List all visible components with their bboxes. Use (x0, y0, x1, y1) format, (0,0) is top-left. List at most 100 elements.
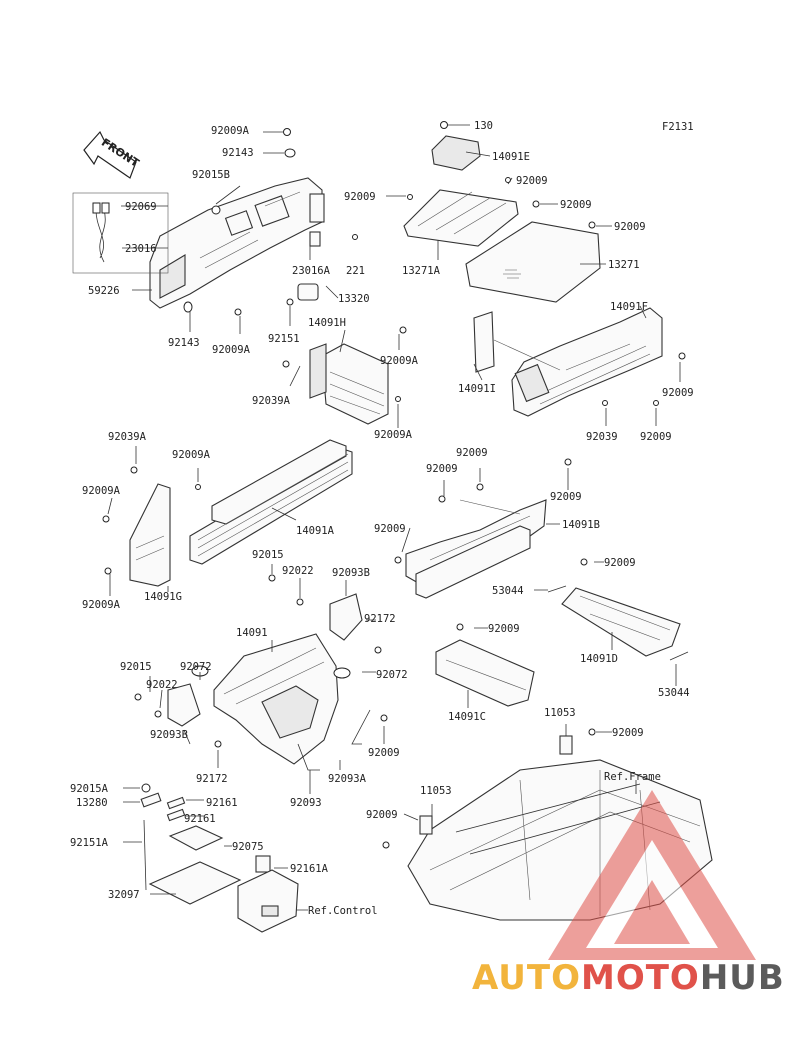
label-11053-lower: 11053 (420, 785, 452, 797)
part-labels: 92009A 92143 92015B 92069 23016 59226 92… (70, 120, 694, 917)
label-92009-b2: 92009 (426, 463, 458, 475)
label-92009-c1: 92009 (488, 623, 520, 635)
label-92151: 92151 (268, 333, 300, 345)
label-14091C: 14091C (448, 711, 486, 723)
label-92151A: 92151A (70, 837, 109, 849)
panel-14091A (130, 439, 353, 565)
cover-14091E (431, 121, 481, 171)
panel-14091B (394, 483, 547, 599)
label-14091: 14091 (236, 627, 268, 639)
label-13271: 13271 (608, 259, 640, 271)
label-23016A: 23016A (292, 265, 331, 277)
fasteners-top-left (183, 128, 358, 316)
panel-14091D (547, 558, 689, 661)
label-11053: 11053 (544, 707, 576, 719)
label-92022: 92022 (282, 565, 314, 577)
label-92039A-left: 92039A (108, 431, 147, 443)
label-92009A-a3: 92009A (82, 599, 121, 611)
label-23016: 23016 (125, 243, 157, 255)
label-13271A: 13271A (402, 265, 441, 277)
plate-13271A (403, 177, 519, 247)
label-92009-b3: 92009 (374, 523, 406, 535)
label-92072-right: 92072 (376, 669, 408, 681)
label-92009A: 92009A (211, 125, 250, 137)
label-92022-left: 92022 (146, 679, 178, 691)
label-92093B-left: 92093B (150, 729, 188, 741)
label-92015B: 92015B (192, 169, 230, 181)
panel-14091H (282, 326, 407, 425)
label-53044: 53044 (492, 585, 524, 597)
label-92072: 92072 (180, 661, 212, 673)
label-92161A: 92161A (290, 863, 329, 875)
label-92009-frame2: 92009 (366, 809, 398, 821)
label-92093B: 92093B (332, 567, 370, 579)
label-14091D: 14091D (580, 653, 618, 665)
label-92009-e1: 92009 (344, 191, 376, 203)
panel-14091C (435, 623, 535, 707)
label-92009-e4: 92009 (614, 221, 646, 233)
plate-13271 (465, 200, 601, 303)
label-92015A: 92015A (70, 783, 109, 795)
label-92172: 92172 (364, 613, 396, 625)
label-92143-lower: 92143 (168, 337, 200, 349)
label-14091F: 14091F (610, 301, 648, 313)
label-13280: 13280 (76, 797, 108, 809)
label-ref-frame: Ref.Frame (604, 771, 661, 783)
label-ref-control: Ref.Control (308, 905, 378, 917)
label-92075: 92075 (232, 841, 264, 853)
dash-panel-59226 (149, 177, 325, 309)
label-14091G: 14091G (144, 591, 182, 603)
label-14091H: 14091H (308, 317, 346, 329)
label-92093: 92093 (290, 797, 322, 809)
label-92009-e3: 92009 (560, 199, 592, 211)
watermark-part-b: MOTO (580, 958, 700, 998)
figure-code: F2131 (662, 121, 694, 133)
front-arrow-icon: FRONT (83, 130, 142, 179)
label-92009A-h: 92009A (380, 355, 419, 367)
battery-assembly (140, 783, 299, 933)
label-92009-f3: 92009 (550, 491, 582, 503)
watermark-text: AUTOMOTOHUB (472, 958, 785, 998)
watermark-part-c: HUB (699, 958, 785, 998)
label-92143: 92143 (222, 147, 254, 159)
label-92161-lower: 92161 (184, 813, 216, 825)
label-92009-b1: 92009 (456, 447, 488, 459)
label-92015: 92015 (252, 549, 284, 561)
label-92009-f2: 92009 (640, 431, 672, 443)
label-92009-d1: 92009 (604, 557, 636, 569)
label-92009-frame: 92009 (612, 727, 644, 739)
watermark-part-a: AUTO (472, 958, 581, 998)
label-92172-left: 92172 (196, 773, 228, 785)
label-14091A: 14091A (296, 525, 335, 537)
label-130: 130 (474, 120, 493, 132)
label-92009A-a2: 92009A (82, 485, 121, 497)
label-53044-lower: 53044 (658, 687, 690, 699)
bracket-14091G (102, 483, 171, 587)
label-92009-e2: 92009 (516, 175, 548, 187)
label-221: 221 (346, 265, 365, 277)
label-92161: 92161 (206, 797, 238, 809)
label-92009A-a1: 92009A (172, 449, 211, 461)
wire-harness-23016 (72, 192, 169, 274)
watermark-logo-icon (548, 790, 756, 960)
leader-lines (107, 124, 681, 911)
label-59226: 59226 (88, 285, 120, 297)
label-92009-f1: 92009 (662, 387, 694, 399)
floor-14091 (191, 633, 351, 765)
label-14091E: 14091E (492, 151, 530, 163)
label-92039A: 92039A (252, 395, 291, 407)
label-13320: 13320 (338, 293, 370, 305)
label-92015-left: 92015 (120, 661, 152, 673)
label-92009A-h2: 92009A (374, 429, 413, 441)
label-14091B: 14091B (562, 519, 600, 531)
label-32097: 32097 (108, 889, 140, 901)
label-92039: 92039 (586, 431, 618, 443)
label-92093A: 92093A (328, 773, 367, 785)
label-92069: 92069 (125, 201, 157, 213)
label-92009A-lower: 92009A (212, 344, 251, 356)
brackets-92093 (134, 574, 388, 771)
label-92009-floor: 92009 (368, 747, 400, 759)
side-panel-14091F (473, 307, 686, 466)
label-14091I: 14091I (458, 383, 496, 395)
